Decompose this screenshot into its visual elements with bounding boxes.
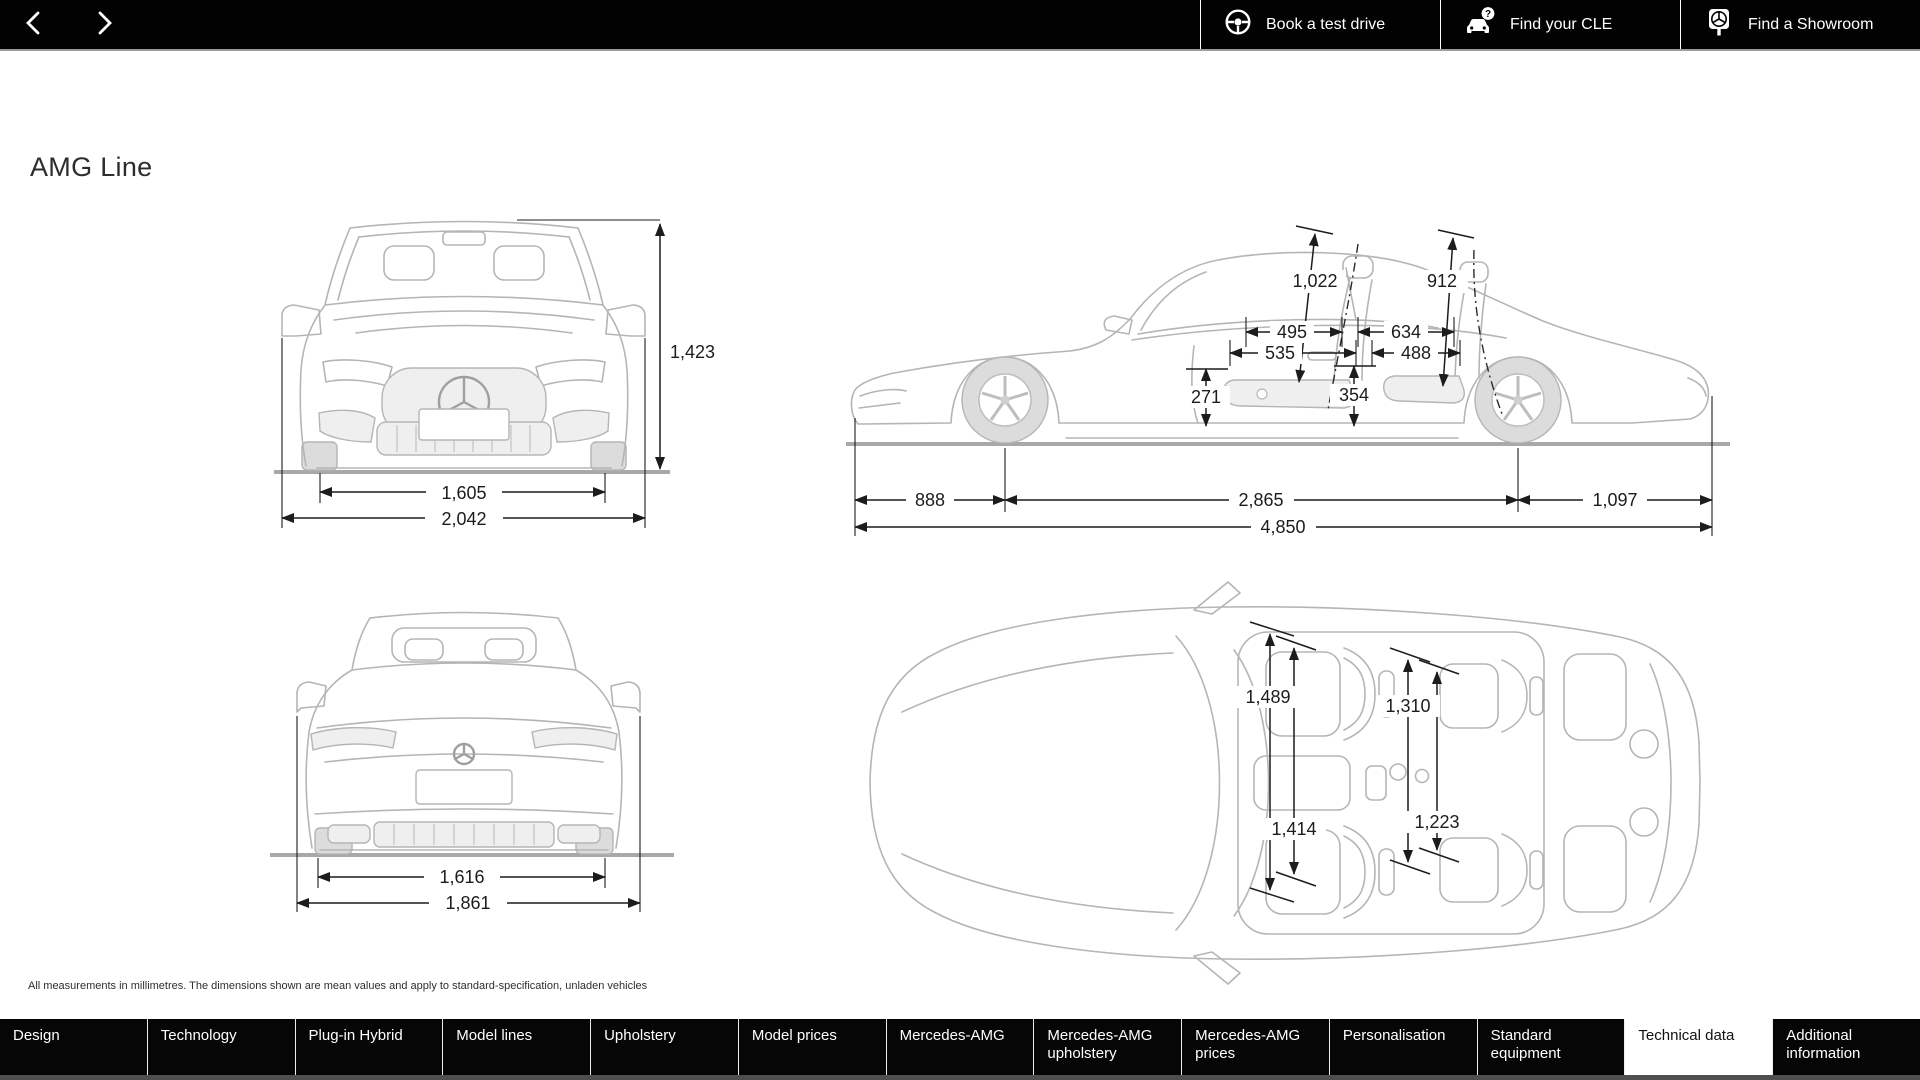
rear-view-diagram: 1,616 1,861 [270, 611, 674, 914]
top-view-drawing [869, 581, 1701, 985]
tab-upholstery[interactable]: Upholstery [590, 1019, 738, 1075]
dim-shoulder-room-front: 1,414 [1271, 819, 1316, 839]
page-title: AMG Line [30, 152, 153, 182]
dim-elbow-room-rear: 1,310 [1385, 696, 1430, 716]
tab-plug-in-hybrid[interactable]: Plug-in Hybrid [294, 1019, 443, 1075]
dim-rear-overhang: 1,097 [1592, 490, 1637, 510]
book-test-drive-label: Book a test drive [1266, 15, 1386, 33]
front-view-dimensions: 1,423 1,605 2,042 [281, 219, 715, 529]
dim-headroom-front: 1,022 [1292, 271, 1337, 291]
tab-mercedes-amg-prices-label: Mercedes-AMG prices [1195, 1027, 1301, 1063]
rear-wheel [1474, 356, 1562, 444]
dim-wheelbase: 2,865 [1238, 490, 1283, 510]
dim-overall-length: 4,850 [1260, 517, 1305, 537]
tab-mercedes-amg-label: Mercedes-AMG [899, 1027, 1005, 1044]
tab-standard-equipment[interactable]: Standard equipment [1476, 1019, 1625, 1075]
dim-shoulder-room-rear: 1,223 [1414, 812, 1459, 832]
tab-technology-label: Technology [160, 1027, 237, 1044]
find-your-cle-button[interactable]: ? Find your CLE [1440, 0, 1680, 49]
dim-body-width: 1,861 [445, 893, 490, 913]
chevron-right-icon [93, 9, 115, 40]
dim-legroom-front-upper: 495 [1277, 322, 1307, 342]
find-a-showroom-button[interactable]: Find a Showroom [1680, 0, 1920, 49]
tab-model-lines-label: Model lines [456, 1027, 533, 1044]
topbar: Book a test drive ? Find your CLE [0, 0, 1920, 51]
rear-view-dimensions: 1,616 1,861 [296, 716, 641, 914]
topbar-actions: Book a test drive ? Find your CLE [1200, 0, 1920, 49]
tab-model-lines[interactable]: Model lines [442, 1019, 591, 1075]
tab-model-prices-label: Model prices [751, 1027, 837, 1044]
side-view-dimensions: 1,022 912 495 535 634 488 [854, 225, 1713, 538]
steering-wheel-icon [1223, 7, 1253, 42]
top-view-dimensions: 1,489 1,414 1,310 1,223 [1236, 621, 1469, 903]
side-view-diagram: 1,022 912 495 535 634 488 [846, 225, 1730, 538]
dim-legroom-rear-upper: 634 [1391, 322, 1421, 342]
tab-upholstery-label: Upholstery [604, 1027, 676, 1044]
tab-mercedes-amg-prices[interactable]: Mercedes-AMG prices [1181, 1019, 1329, 1075]
tab-additional-information-label: Additional information [1786, 1027, 1861, 1063]
forward-button[interactable] [80, 0, 128, 49]
tab-technology[interactable]: Technology [146, 1019, 295, 1075]
question-badge: ? [1485, 9, 1491, 20]
tab-technical-data-label: Technical data [1638, 1027, 1735, 1044]
measurements-footnote: All measurements in millimetres. The dim… [28, 980, 648, 992]
tab-additional-information[interactable]: Additional information [1772, 1019, 1920, 1075]
front-view-diagram: 1,423 1,605 2,042 [274, 219, 715, 529]
tab-personalisation[interactable]: Personalisation [1328, 1019, 1477, 1075]
tab-design[interactable]: Design [0, 1019, 147, 1075]
top-view-diagram: 1,489 1,414 1,310 1,223 [869, 581, 1701, 985]
book-test-drive-button[interactable]: Book a test drive [1200, 0, 1440, 49]
chevron-left-icon [23, 9, 45, 40]
tab-personalisation-label: Personalisation [1342, 1027, 1446, 1044]
front-view-drawing [274, 220, 670, 474]
dim-seat-height-front: 271 [1191, 387, 1221, 407]
tab-mercedes-amg[interactable]: Mercedes-AMG [885, 1019, 1034, 1075]
tab-standard-equipment-label: Standard equipment [1490, 1027, 1561, 1063]
tab-model-prices[interactable]: Model prices [737, 1019, 886, 1075]
find-a-showroom-label: Find a Showroom [1748, 15, 1874, 33]
bottom-nav: Design Technology Plug-in Hybrid Model l… [0, 1019, 1920, 1080]
find-your-cle-label: Find your CLE [1510, 15, 1613, 33]
dim-front-overhang: 888 [915, 490, 945, 510]
tab-mercedes-amg-upholstery[interactable]: Mercedes-AMG upholstery [1033, 1019, 1182, 1075]
dim-overall-width: 2,042 [441, 509, 486, 529]
dim-elbow-room-front: 1,489 [1245, 687, 1290, 707]
dim-rear-track: 1,616 [439, 867, 484, 887]
back-button[interactable] [10, 0, 58, 49]
dim-headroom-rear: 912 [1427, 271, 1457, 291]
tab-design-label: Design [13, 1027, 60, 1044]
dim-legroom-front-lower: 535 [1265, 343, 1295, 363]
car-question-icon: ? [1463, 6, 1497, 43]
tab-plug-in-hybrid-label: Plug-in Hybrid [308, 1027, 403, 1044]
dim-overall-height: 1,423 [670, 342, 715, 362]
side-view-drawing [846, 243, 1730, 446]
dim-front-track: 1,605 [441, 483, 486, 503]
dim-seat-height-rear: 354 [1339, 385, 1369, 405]
tab-technical-data[interactable]: Technical data [1624, 1019, 1773, 1075]
dim-legroom-rear-lower: 488 [1401, 343, 1431, 363]
showroom-sign-icon [1703, 6, 1735, 43]
front-wheel [961, 356, 1049, 444]
rear-view-drawing [270, 611, 674, 857]
tab-mercedes-amg-upholstery-label: Mercedes-AMG upholstery [1047, 1027, 1153, 1063]
